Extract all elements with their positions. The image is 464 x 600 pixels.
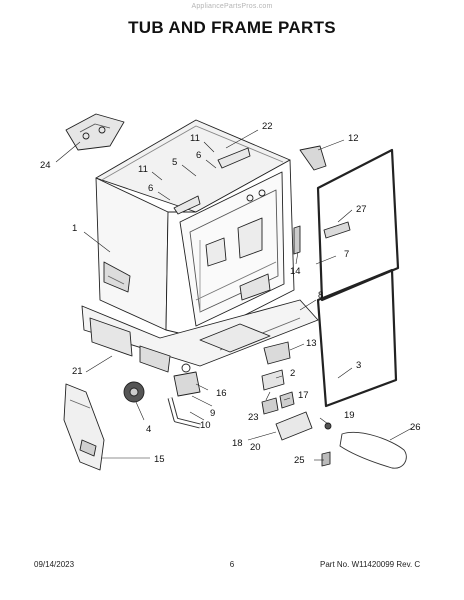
callout-10: 10: [200, 420, 211, 431]
part-21-base: [81, 299, 319, 373]
callouts: 24 1 22 11 6 5 11 6 12 27 7 14 8 13 3 2 …: [40, 121, 421, 466]
callout-9: 9: [210, 408, 215, 419]
callout-14: 14: [290, 266, 301, 277]
part-10-hose: [167, 397, 201, 429]
callout-20: 20: [250, 442, 261, 453]
callout-24: 24: [40, 160, 51, 171]
callout-19: 19: [344, 410, 355, 421]
callout-2: 2: [290, 368, 295, 379]
callout-1: 1: [72, 223, 77, 234]
callout-23: 23: [248, 412, 259, 423]
part-3-gasket: [316, 268, 398, 408]
callout-6b: 6: [148, 183, 153, 194]
part-24-packet: [65, 113, 125, 151]
watermark: AppliancePartsPros.com: [191, 3, 273, 10]
callout-11b: 11: [138, 164, 148, 175]
callout-25: 25: [294, 455, 305, 466]
callout-21: 21: [72, 366, 83, 377]
part-19-screw: [324, 422, 332, 430]
callout-6a: 6: [196, 150, 201, 161]
footer-date: 09/14/2023: [34, 560, 75, 569]
footer-part-number: Part No. W11420099 Rev. C: [320, 560, 421, 569]
page-title: TUB AND FRAME PARTS: [128, 18, 336, 37]
part-16: [173, 363, 201, 397]
part-4-gear: [123, 381, 145, 403]
callout-15: 15: [154, 454, 165, 465]
leader-lines: [55, 129, 413, 461]
part-15-bracket: [63, 383, 105, 471]
callout-3: 3: [356, 360, 361, 371]
callout-18: 18: [232, 438, 243, 449]
callout-4: 4: [146, 424, 151, 435]
part-14-strip: [293, 225, 301, 255]
part-23-17: [261, 391, 295, 415]
callout-7: 7: [344, 249, 349, 260]
part-27-insert: [323, 221, 351, 239]
footer-page-number: 6: [229, 560, 235, 569]
callout-26: 26: [410, 422, 421, 433]
part-1-tub-side: [95, 177, 169, 331]
part-13: [263, 341, 291, 365]
tub-frame: [165, 147, 295, 339]
part-25-clip: [321, 451, 331, 467]
callout-22: 22: [262, 121, 273, 132]
callout-16: 16: [216, 388, 227, 399]
part-12-hinge: [299, 145, 327, 171]
callout-11a: 11: [190, 133, 200, 144]
part-26-wire: [339, 431, 407, 469]
callout-17: 17: [298, 390, 309, 401]
part-2: [261, 369, 285, 391]
callout-12: 12: [348, 133, 359, 144]
callout-13: 13: [306, 338, 317, 349]
callout-5: 5: [172, 157, 177, 168]
callout-27: 27: [356, 204, 367, 215]
part-7-gasket: [316, 148, 400, 302]
callout-8: 8: [318, 290, 323, 301]
part-18-20: [275, 411, 313, 441]
